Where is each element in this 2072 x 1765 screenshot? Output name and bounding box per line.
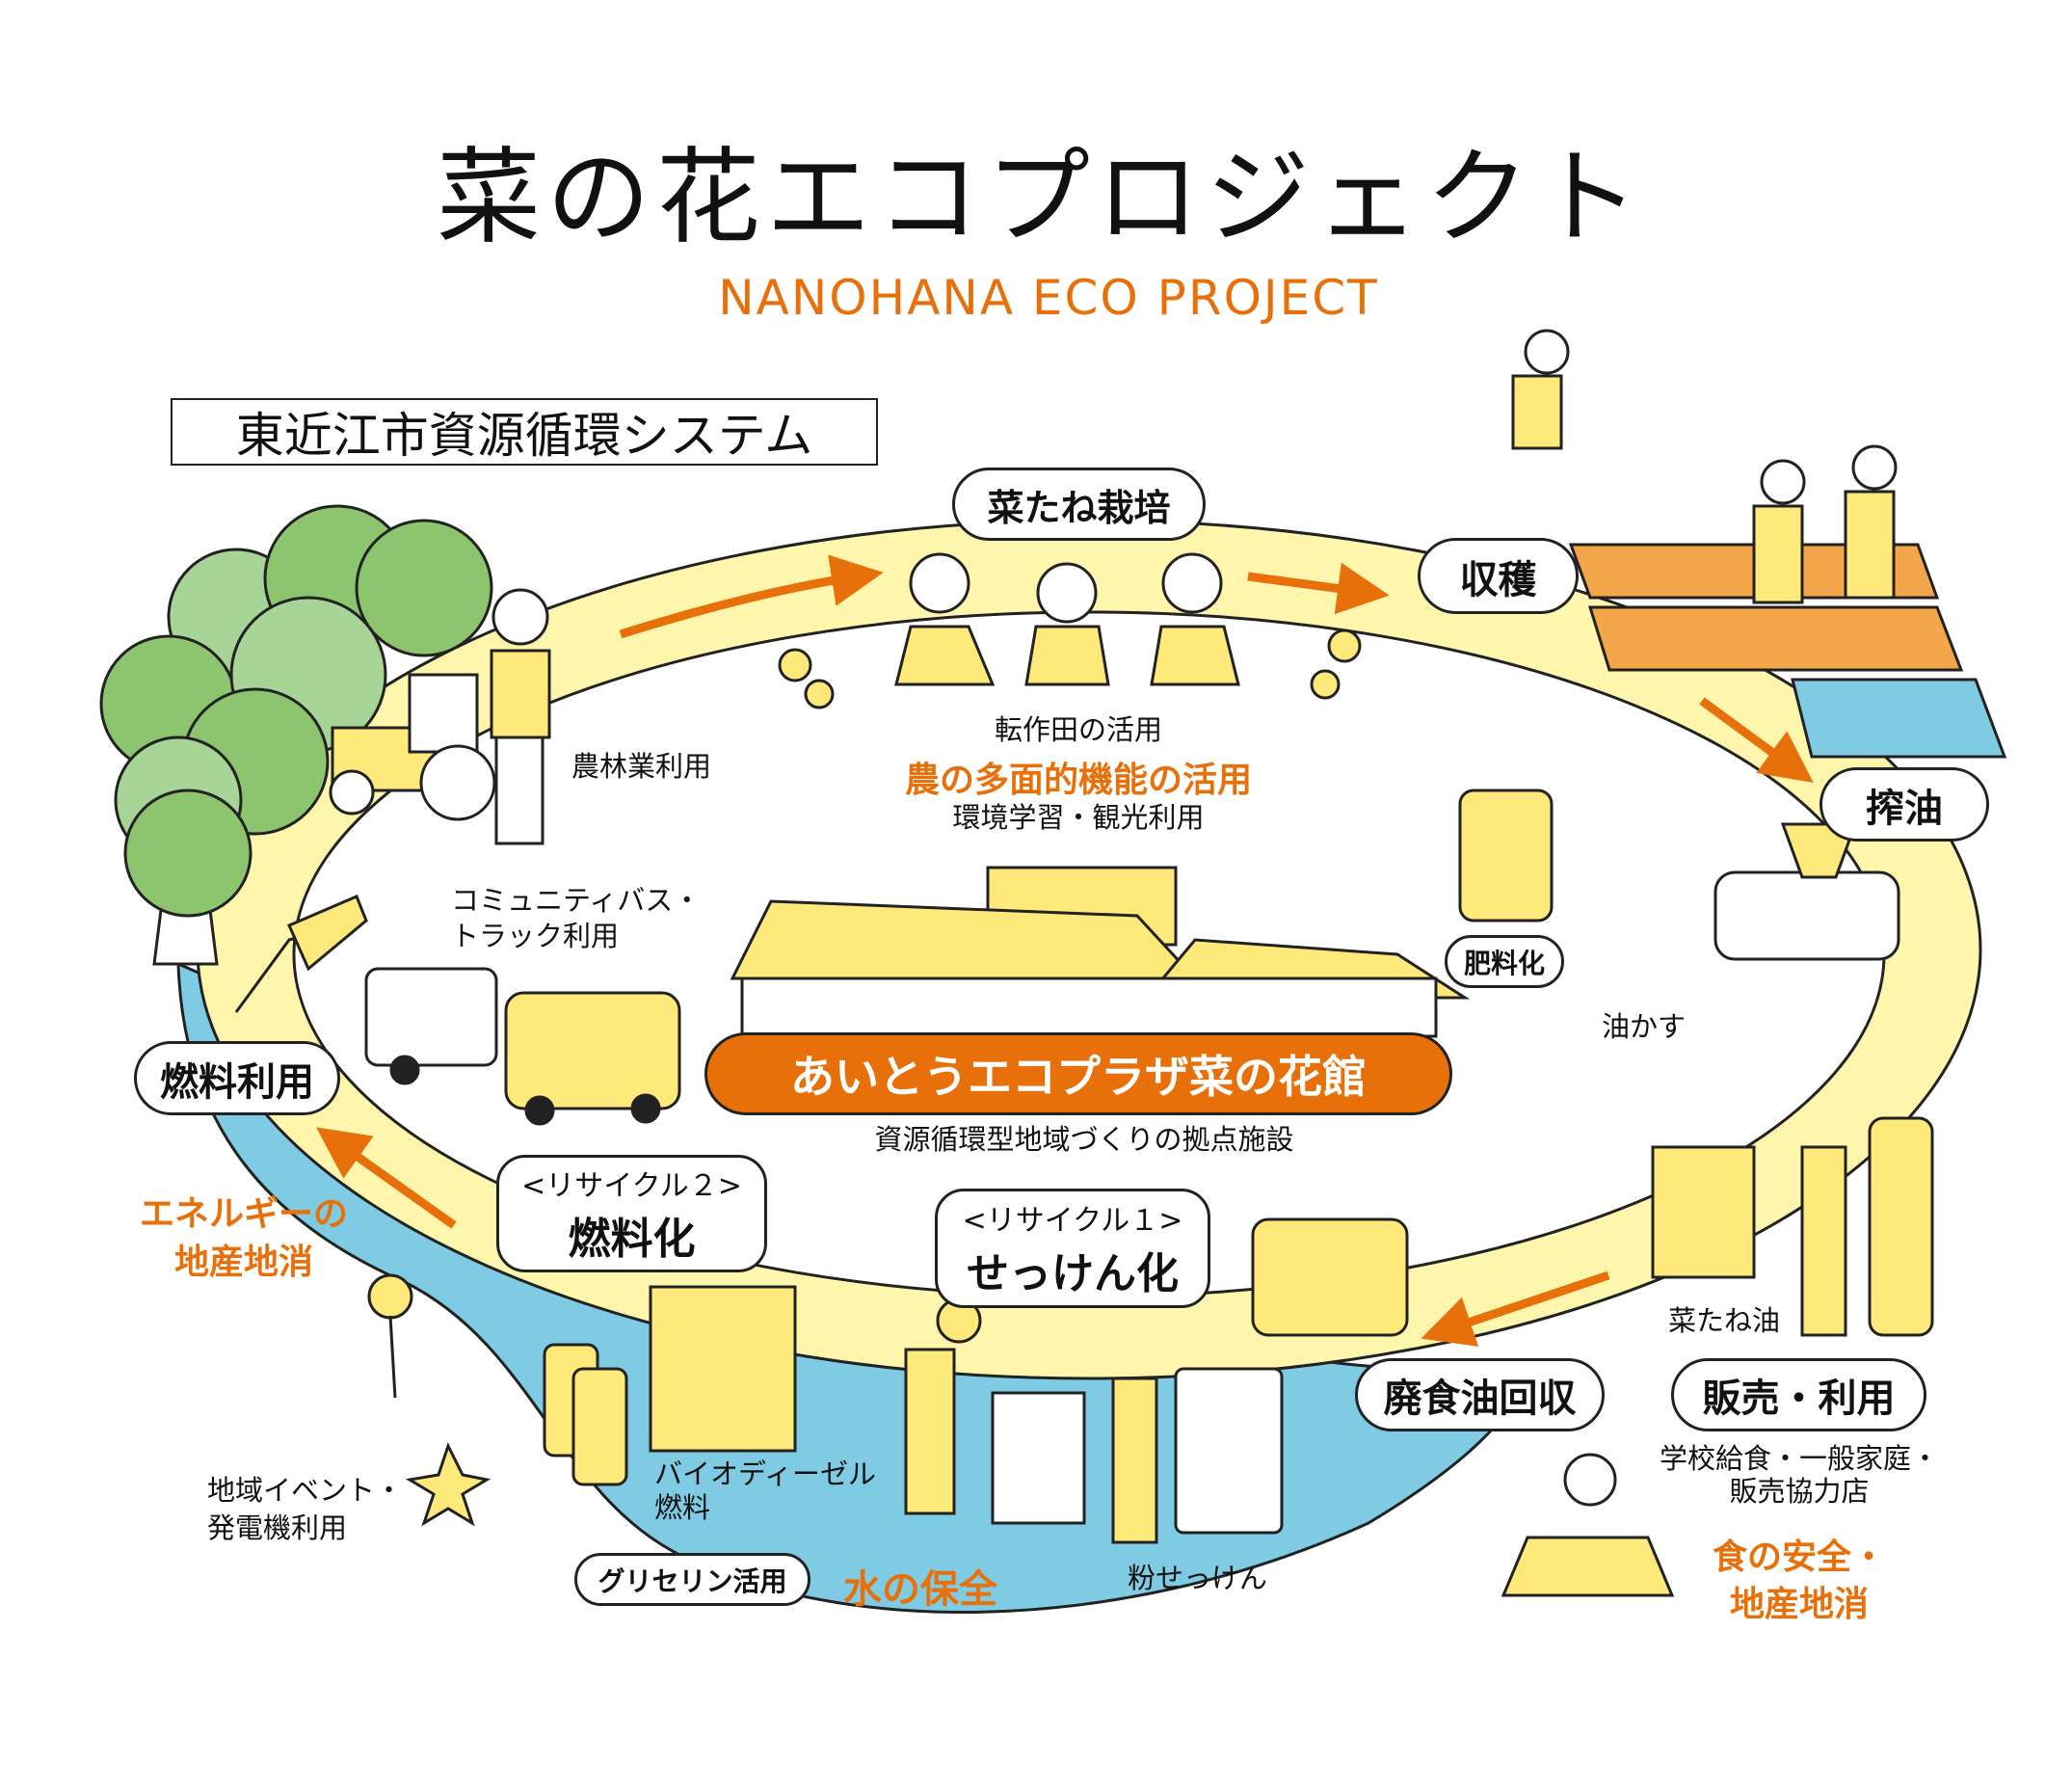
note-bus-line1: コミュニティバス・	[451, 884, 702, 917]
recycle1-tag: <リサイクル１>	[962, 1204, 1183, 1238]
note-energy-line1: エネルギーの	[139, 1194, 349, 1234]
flow-arrows	[315, 554, 1814, 1347]
note-bus-line2: トラック利用	[451, 920, 620, 952]
note-energy-line2: 地産地消	[173, 1243, 314, 1282]
children-with-rapeseed-flowers	[778, 552, 1362, 709]
stage-pressing: 搾油	[1820, 767, 1989, 842]
note-users-line2: 販売協力店	[1729, 1475, 1870, 1508]
page-title: 菜の花エコプロジェクト	[436, 138, 1646, 258]
note-users-line1: 学校給食・一般家庭・	[1659, 1442, 1940, 1475]
system-label: 東近江市資源循環システム	[171, 398, 878, 466]
stage-fertilizer: 肥料化	[1445, 935, 1564, 988]
note-agri-forestry: 農林業利用	[571, 750, 712, 783]
note-multifunction: 農の多面的機能の活用	[904, 761, 1253, 800]
stage-sales: 販売・利用	[1671, 1358, 1926, 1431]
facility-name-banner: あいとうエコプラザ菜の花館	[704, 1032, 1452, 1115]
trees	[99, 504, 493, 966]
bus-truck	[234, 895, 681, 1126]
stage-cultivation: 菜たね栽培	[952, 468, 1206, 541]
note-bdf-line2: 燃料	[654, 1491, 711, 1524]
note-food-line2: 地産地消	[1729, 1585, 1870, 1624]
note-rapeseed-oil: 菜たね油	[1668, 1304, 1781, 1337]
stage-fuel-use: 燃料利用	[134, 1041, 340, 1115]
note-education: 環境学習・観光利用	[952, 801, 1205, 834]
note-water: 水の保全	[843, 1567, 997, 1612]
note-oil-cake: 油かす	[1602, 1010, 1687, 1043]
oil-press-and-bottles	[1251, 789, 1934, 1337]
arrow-to-fuel-use	[315, 1127, 457, 1229]
note-bdf-line1: バイオディーゼル	[654, 1457, 876, 1490]
note-event-line2: 発電機利用	[207, 1511, 348, 1544]
arrow-to-harvest	[1247, 562, 1390, 615]
recycling-equipment	[367, 1273, 1675, 1597]
harvest-fields	[1511, 329, 2007, 759]
arrow-to-pressing	[1699, 697, 1814, 783]
note-event-line1: 地域イベント・	[207, 1474, 404, 1507]
arrow-to-collection	[1421, 1270, 1610, 1347]
recycle2-tag: <リサイクル２>	[521, 1169, 742, 1203]
stage-recycle-fuel: <リサイクル２> 燃料化	[496, 1155, 767, 1272]
tractor-farmer	[329, 588, 551, 845]
arrow-to-cultivation	[619, 554, 884, 639]
note-soap-powder: 粉せっけん	[1128, 1562, 1268, 1594]
recycle1-label: せっけん化	[967, 1249, 1179, 1298]
stage-glycerin: グリセリン活用	[574, 1553, 810, 1606]
note-rotation-field: 転作田の活用	[994, 713, 1163, 746]
page-subtitle: NANOHANA ECO PROJECT	[718, 270, 1379, 326]
stage-collection: 廃食油回収	[1355, 1358, 1605, 1431]
facility-caption: 資源循環型地域づくりの拠点施設	[874, 1123, 1294, 1156]
stage-harvest: 収穫	[1418, 538, 1579, 614]
stage-recycle-soap: <リサイクル１> せっけん化	[935, 1189, 1210, 1308]
note-food-line1: 食の安全・	[1712, 1538, 1887, 1577]
recycle2-label: 燃料化	[568, 1215, 696, 1264]
